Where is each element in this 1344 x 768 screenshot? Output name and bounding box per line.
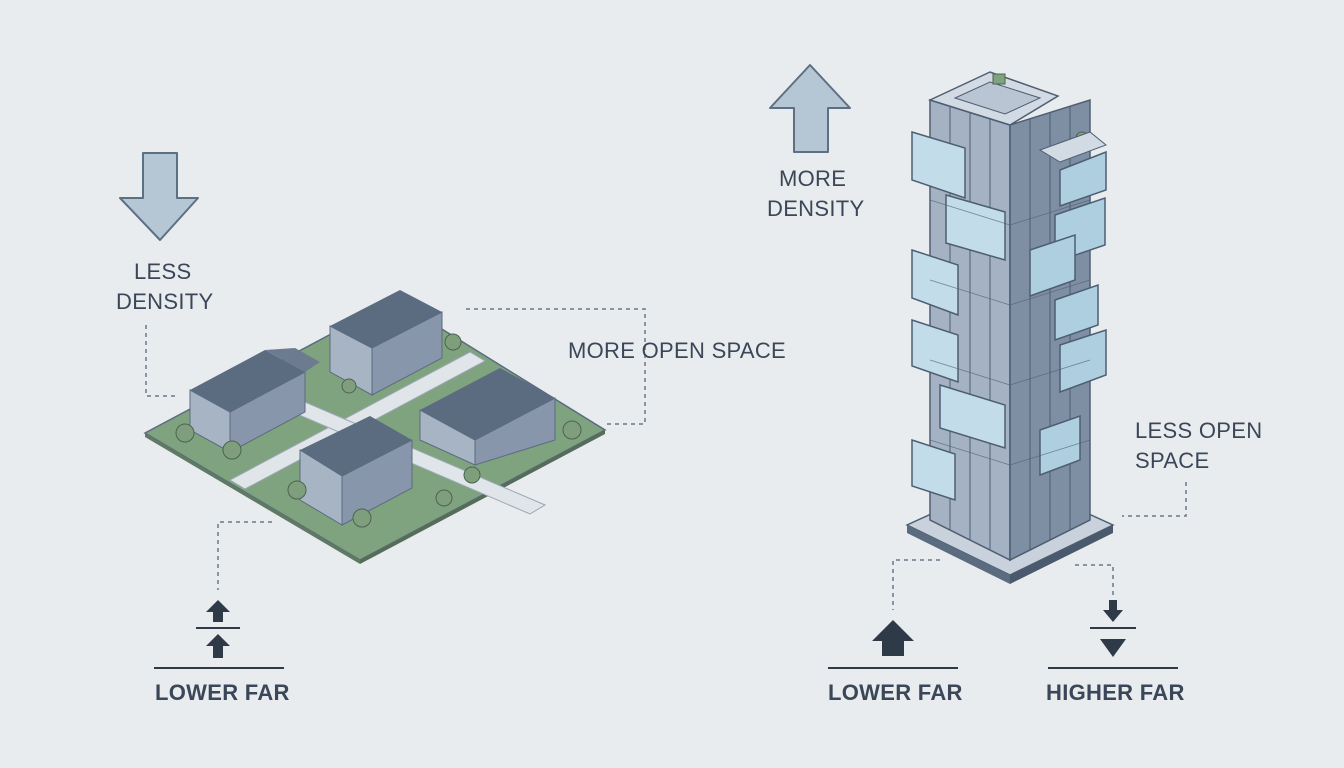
tower-building (905, 71, 1115, 584)
less-density-label-line2: DENSITY (116, 289, 214, 314)
higher-far-icon (1090, 600, 1136, 657)
lower-far-icon (196, 600, 240, 658)
left-lower-far-label: LOWER FAR (155, 680, 290, 705)
right-lower-far-leader-line (892, 559, 940, 610)
right-higher-far-label: HIGHER FAR (1046, 680, 1185, 705)
less-density-label-line1: LESS (134, 259, 192, 284)
low-rise-site (143, 290, 607, 564)
up-arrow-icon (769, 64, 851, 153)
more-open-space-label: MORE OPEN SPACE (568, 338, 787, 363)
lower-far-up-icon (872, 620, 914, 656)
far-leader-line (217, 521, 272, 590)
less-open-space-label-line1: LESS OPEN (1135, 418, 1263, 443)
more-density-label-line1: MORE (779, 166, 847, 191)
left-far-baseline (154, 667, 284, 669)
right-higher-far-leader-line (1075, 564, 1114, 595)
less-open-space-leader-line (1122, 482, 1187, 517)
less-open-space-label-line2: SPACE (1135, 448, 1210, 473)
right-lower-far-label: LOWER FAR (828, 680, 963, 705)
right-higher-far-baseline (1048, 667, 1178, 669)
open-space-leader-line (466, 308, 646, 425)
right-lower-far-baseline (828, 667, 958, 669)
density-leader-line (145, 325, 178, 397)
down-arrow-icon (119, 152, 199, 241)
more-density-label-line2: DENSITY (767, 196, 865, 221)
